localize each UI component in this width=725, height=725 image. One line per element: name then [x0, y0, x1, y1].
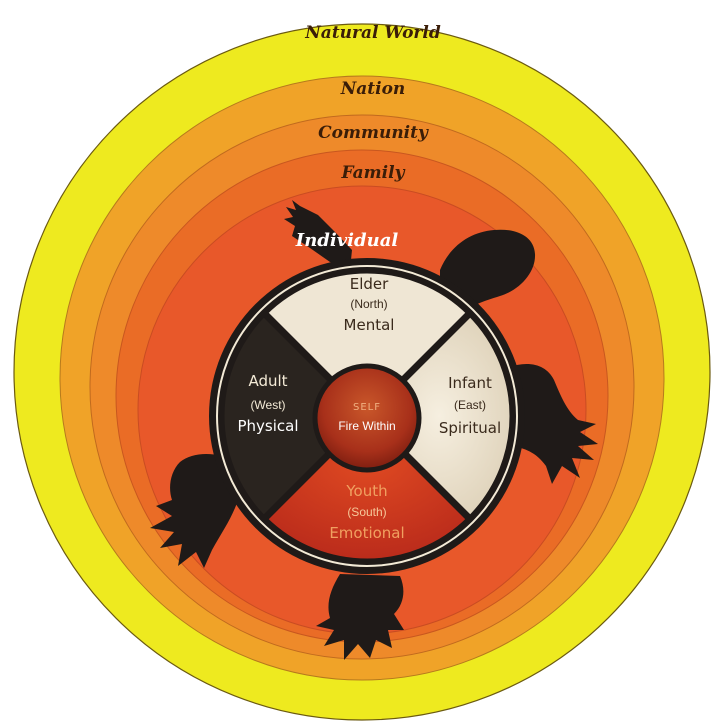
- medicine-wheel: [217, 266, 517, 566]
- east-aspect: Spiritual: [439, 419, 501, 437]
- north-title: Elder: [350, 275, 389, 293]
- north-aspect: Mental: [344, 316, 395, 334]
- east-direction: (East): [454, 398, 486, 412]
- community-label: Community: [318, 123, 429, 143]
- center-fire-within-label: Fire Within: [338, 419, 395, 433]
- natural-world-label: Natural World: [304, 23, 441, 43]
- north-direction: (North): [350, 297, 387, 311]
- south-title: Youth: [345, 482, 387, 500]
- east-title: Infant: [448, 374, 492, 392]
- west-aspect: Physical: [237, 417, 298, 435]
- individual-label: Individual: [295, 230, 399, 251]
- family-label: Family: [341, 163, 406, 183]
- west-direction: (West): [250, 398, 285, 412]
- nation-label: Nation: [340, 79, 406, 99]
- south-aspect: Emotional: [329, 524, 404, 542]
- west-title: Adult: [248, 372, 287, 390]
- center-self-circle: [315, 366, 419, 470]
- south-direction: (South): [347, 505, 386, 519]
- center-self-label: SELF: [353, 402, 381, 413]
